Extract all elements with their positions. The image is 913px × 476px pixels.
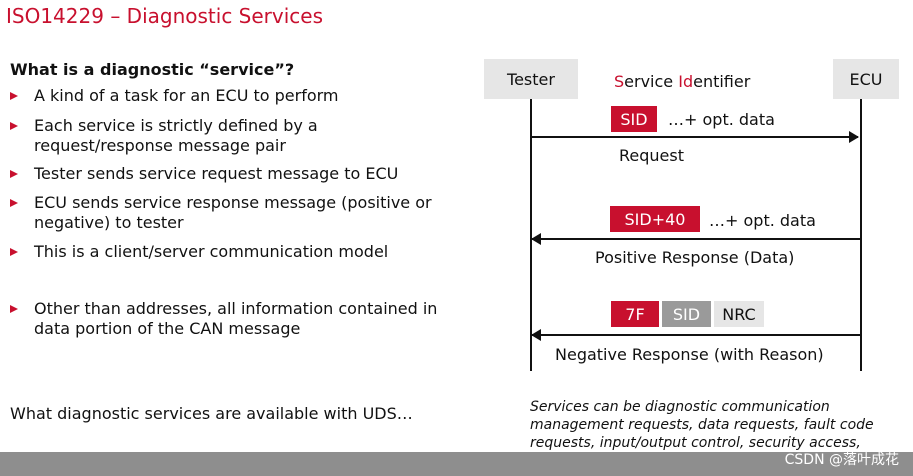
- triangle-bullet-icon: [10, 170, 18, 178]
- watermark: CSDN @落叶成花: [784, 452, 899, 468]
- request-arrow: [531, 131, 859, 143]
- bullet-text: ECU sends service response message (posi…: [34, 193, 432, 232]
- triangle-bullet-icon: [10, 248, 18, 256]
- bullet-text: Each service is strictly defined by a re…: [34, 116, 318, 155]
- page-title: ISO14229 – Diagnostic Services: [6, 4, 324, 28]
- bullet-text: A kind of a task for an ECU to perform: [34, 86, 339, 105]
- triangle-bullet-icon: [10, 305, 18, 313]
- bullet-text: Other than addresses, all information co…: [34, 299, 438, 338]
- negative-sid-chip: SID: [662, 301, 711, 327]
- request-sid-chip: SID: [611, 106, 657, 132]
- uds-question: What diagnostic services are available w…: [10, 404, 413, 423]
- triangle-bullet-icon: [10, 199, 18, 207]
- ecu-lifeline: [860, 99, 862, 371]
- negative-response-label: Negative Response (with Reason): [555, 345, 824, 364]
- positive-opt-data: …+ opt. data: [709, 211, 816, 230]
- bullet-text: This is a client/server communication mo…: [34, 242, 389, 261]
- positive-response-arrow: [531, 233, 860, 245]
- positive-response-label: Positive Response (Data): [595, 248, 795, 267]
- section-heading: What is a diagnostic “service”?: [10, 60, 295, 79]
- request-label: Request: [619, 146, 684, 165]
- tester-box: Tester: [484, 59, 578, 99]
- negative-nrc-chip: NRC: [714, 301, 764, 327]
- ecu-box: ECU: [833, 59, 899, 99]
- negative-7f-chip: 7F: [611, 301, 659, 327]
- triangle-bullet-icon: [10, 122, 18, 130]
- positive-sid-chip: SID+40: [610, 206, 700, 232]
- negative-response-arrow: [531, 329, 860, 341]
- bottom-bar: [0, 452, 913, 476]
- triangle-bullet-icon: [10, 92, 18, 100]
- service-identifier-label: Service Identifier: [614, 72, 751, 91]
- bullet-text: Tester sends service request message to …: [34, 164, 399, 183]
- request-opt-data: …+ opt. data: [668, 110, 775, 129]
